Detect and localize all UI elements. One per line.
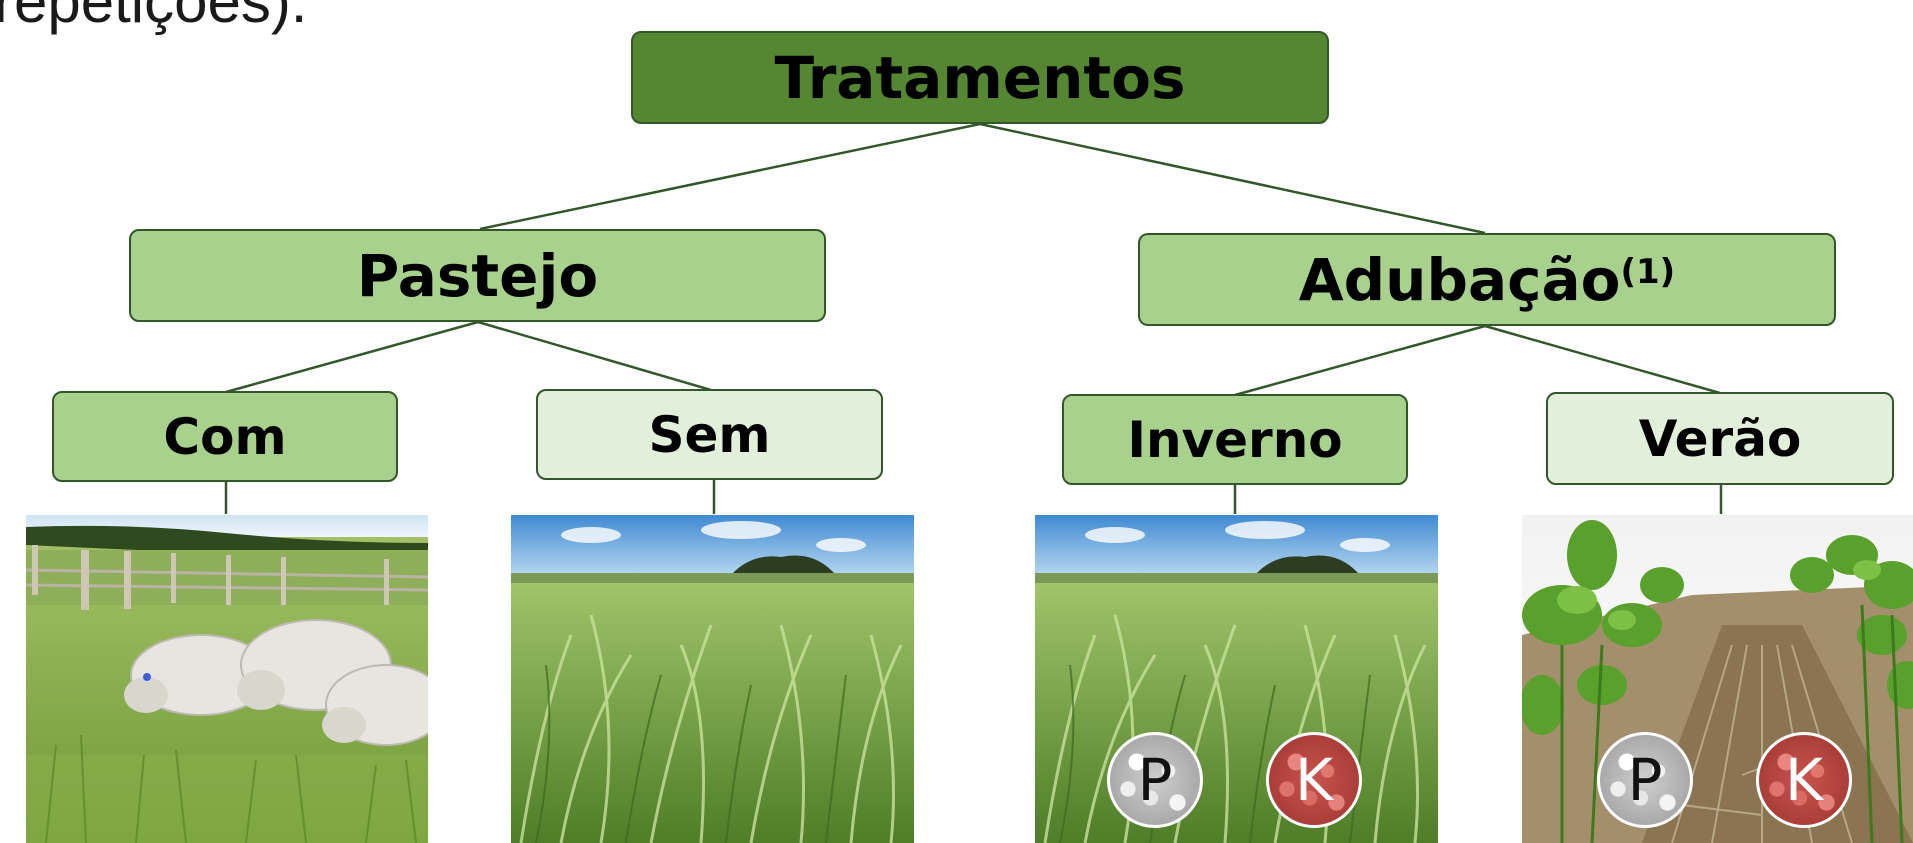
node-adubacao-label: Adubação <box>1298 245 1621 314</box>
node-sem-label: Sem <box>648 405 771 464</box>
header-text-fragment: repetições). <box>0 0 308 35</box>
connector-root-pastejo <box>479 122 981 231</box>
phosphorus-label: P <box>1137 746 1173 814</box>
connector-pastejo-com <box>225 320 479 394</box>
phosphorus-badge-verao: P <box>1597 732 1693 828</box>
sheep-grazing-photo-icon <box>26 515 428 843</box>
soybean-rows-photo-icon <box>1522 515 1913 843</box>
node-adubacao: Adubação(1) <box>1138 233 1836 326</box>
connector-pastejo-sem <box>477 320 712 392</box>
node-com: Com <box>52 391 398 482</box>
node-adubacao-footnote: (1) <box>1620 251 1676 292</box>
potassium-badge-verao: K <box>1756 732 1852 828</box>
potassium-badge-inverno: K <box>1266 732 1362 828</box>
tall-grass-field-photo-icon <box>1035 515 1438 843</box>
photo-inverno-grass <box>1035 515 1438 843</box>
photo-sem-grass <box>511 515 914 843</box>
node-pastejo: Pastejo <box>129 229 826 322</box>
node-com-label: Com <box>163 407 287 466</box>
node-tratamentos-label: Tratamentos <box>774 43 1186 112</box>
node-verao: Verão <box>1546 392 1894 485</box>
node-inverno-label: Inverno <box>1127 410 1343 469</box>
node-inverno: Inverno <box>1062 394 1408 485</box>
potassium-label: K <box>1294 746 1334 814</box>
tall-grass-field-photo-icon <box>511 515 914 843</box>
phosphorus-badge-inverno: P <box>1107 732 1203 828</box>
photo-com-sheep <box>26 515 428 843</box>
node-verao-label: Verão <box>1638 409 1802 468</box>
node-sem: Sem <box>536 389 883 480</box>
node-tratamentos: Tratamentos <box>631 31 1329 124</box>
connector-adubacao-inverno <box>1234 324 1486 397</box>
connector-root-adubacao <box>979 122 1486 235</box>
connector-adubacao-verao <box>1484 324 1721 395</box>
photo-verao-soybean <box>1522 515 1913 843</box>
potassium-label: K <box>1784 746 1824 814</box>
node-pastejo-label: Pastejo <box>356 241 599 310</box>
phosphorus-label: P <box>1627 746 1663 814</box>
